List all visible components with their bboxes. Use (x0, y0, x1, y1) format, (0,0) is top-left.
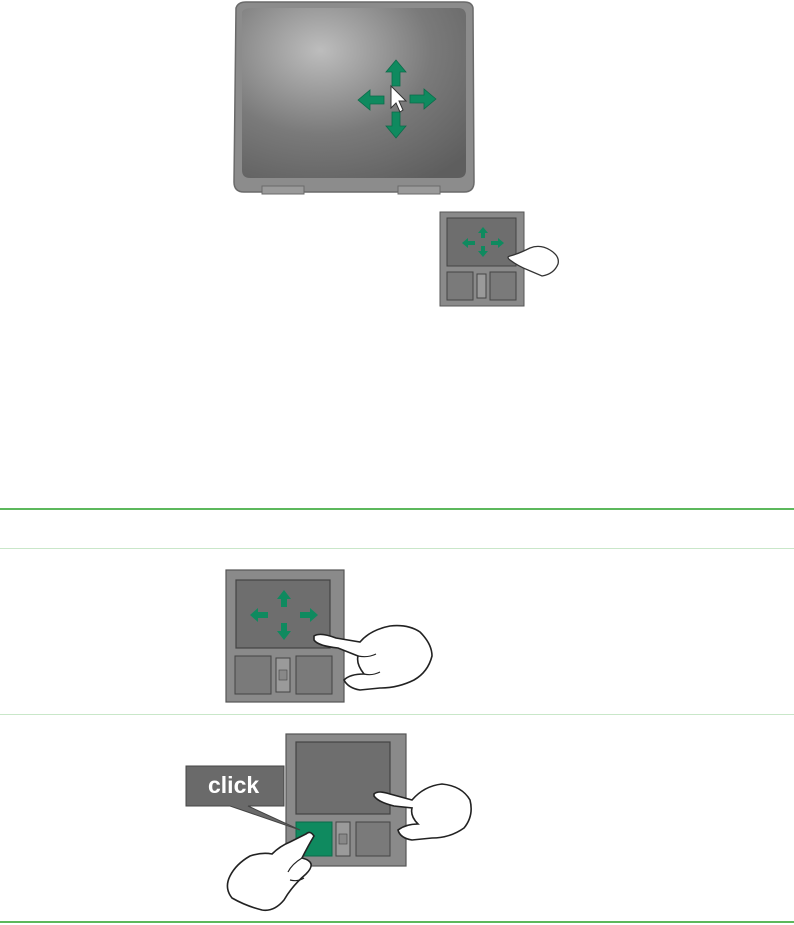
table-top-rule (0, 508, 794, 510)
touchpad-small-illustration (438, 210, 568, 310)
touchpad (438, 210, 568, 310)
screen-with-pointer (230, 0, 480, 200)
table-row (220, 566, 450, 706)
table-bottom-rule (0, 921, 794, 923)
finger-hand-icon (227, 832, 314, 910)
click-callout-label: click (208, 772, 259, 799)
table-row: click (180, 730, 490, 920)
table-row-divider (0, 714, 794, 715)
touchpad (180, 730, 490, 920)
screen-illustration (230, 0, 480, 200)
touchpad (220, 566, 450, 706)
table-header-rule (0, 548, 794, 549)
